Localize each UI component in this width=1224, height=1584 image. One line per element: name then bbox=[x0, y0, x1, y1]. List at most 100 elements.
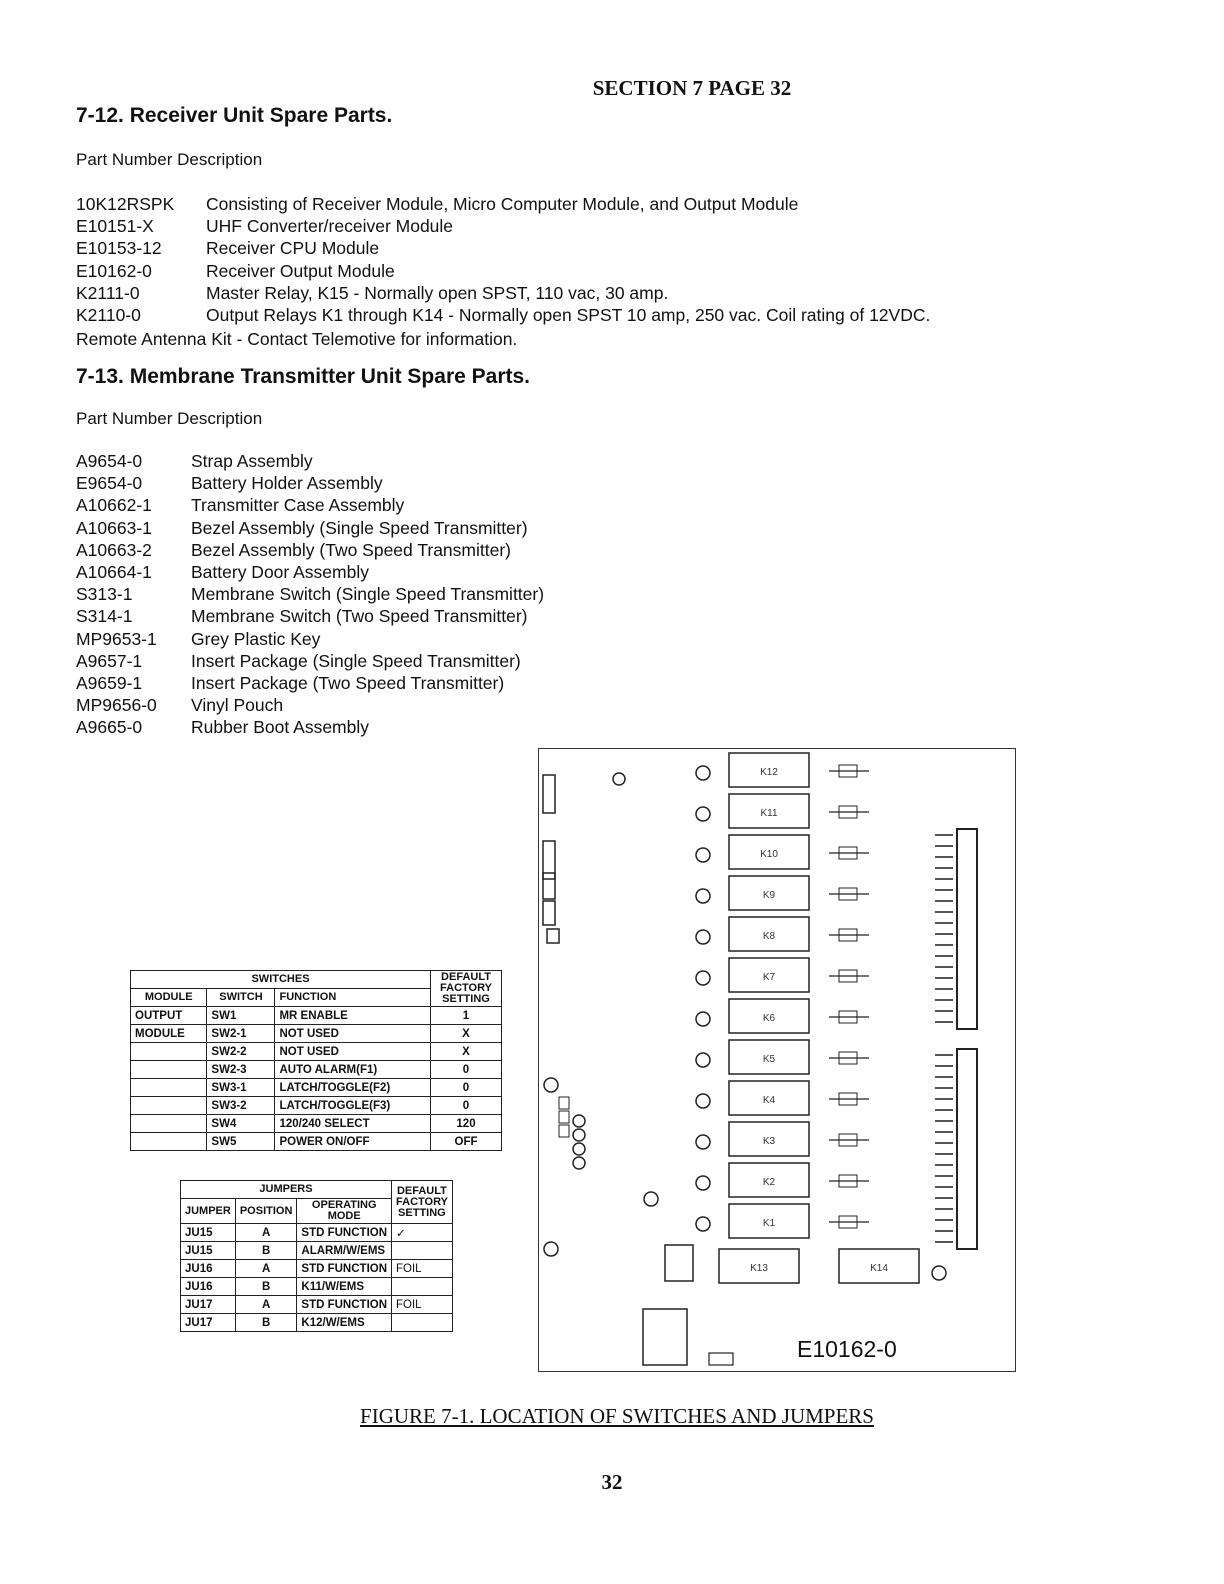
switch-module-cell: MODULE bbox=[129, 1024, 208, 1043]
part-number: A9659-1 bbox=[76, 673, 143, 694]
transmitter-heading: 7-13. Membrane Transmitter Unit Spare Pa… bbox=[76, 365, 530, 388]
relay-outline bbox=[838, 1248, 920, 1284]
relay-label: K1 bbox=[763, 1218, 776, 1229]
relay-outline bbox=[728, 1121, 810, 1157]
part-description: Battery Door Assembly bbox=[191, 562, 369, 583]
led-circle bbox=[695, 1052, 711, 1068]
part-description: Strap Assembly bbox=[191, 451, 313, 471]
relay-outline bbox=[728, 752, 810, 788]
page-number: 32 bbox=[601, 1470, 623, 1494]
header-strip bbox=[956, 828, 978, 1030]
part-description: Bezel Assembly (Two Speed Transmitter) bbox=[191, 539, 511, 560]
part-number: MP9656-0 bbox=[76, 695, 157, 716]
led-circle bbox=[572, 1142, 586, 1156]
fuse-body bbox=[838, 1215, 858, 1229]
switch-function: POWER ON/OFF bbox=[274, 1132, 431, 1151]
dip-switch bbox=[558, 1110, 570, 1124]
switch-default: 0 bbox=[430, 1078, 502, 1097]
jumper-position: B bbox=[234, 1241, 298, 1260]
part-description: Rubber Boot Assembly bbox=[191, 717, 370, 738]
col-part-number: Part Number bbox=[76, 409, 173, 428]
led-circle bbox=[695, 888, 711, 904]
jumper-default bbox=[391, 1313, 453, 1332]
jumper-id: JU17 bbox=[180, 1313, 236, 1332]
led-circle bbox=[695, 765, 711, 781]
part-number: S314-1 bbox=[76, 606, 133, 627]
switch-default: X bbox=[430, 1024, 502, 1043]
fuse-body bbox=[838, 1010, 858, 1024]
receiver-heading: 7-12. Receiver Unit Spare Parts. bbox=[76, 104, 393, 127]
switch-id: SW1 bbox=[206, 1006, 276, 1025]
section-header: SECTION 7 PAGE 32 bbox=[592, 76, 792, 100]
led-circle bbox=[695, 1175, 711, 1191]
relay-outline bbox=[728, 1080, 810, 1116]
led-circle bbox=[543, 1077, 559, 1093]
jumper-id: JU15 bbox=[180, 1241, 236, 1260]
jumpers-table: JUMPERS DEFAULT FACTORY SETTING JUMPER P… bbox=[179, 1180, 453, 1332]
switch-function: MR ENABLE bbox=[274, 1006, 431, 1025]
transmitter-column-headers: Part Number Description bbox=[76, 409, 262, 429]
relay-outline bbox=[728, 998, 810, 1034]
led-circle bbox=[572, 1156, 586, 1170]
relay-label: K11 bbox=[760, 808, 777, 819]
receiver-column-headers: Part Number Description bbox=[76, 150, 262, 170]
part-number: E9654-0 bbox=[76, 473, 143, 494]
board-label: E10162-0 bbox=[797, 1336, 897, 1362]
part-number: K2110-0 bbox=[76, 305, 141, 326]
connector bbox=[542, 872, 556, 900]
part-description: Output Relays K1 through K14 - Normally … bbox=[206, 305, 931, 326]
relay-label: K9 bbox=[763, 890, 776, 901]
jumper-id: JU16 bbox=[180, 1259, 236, 1278]
part-description: UHF Converter/receiver Module bbox=[206, 216, 454, 237]
fuse-body bbox=[838, 887, 858, 901]
led-circle bbox=[695, 1216, 711, 1232]
led-circle bbox=[612, 772, 626, 786]
led-circle bbox=[572, 1114, 586, 1128]
jumper-mode: K11/W/EMS bbox=[296, 1277, 393, 1296]
jumper-mode: STD FUNCTION bbox=[296, 1223, 393, 1242]
switch-default: X bbox=[430, 1042, 502, 1061]
relay-label: K2 bbox=[763, 1177, 776, 1188]
switch-default: 120 bbox=[430, 1114, 502, 1133]
part-description: Insert Package (Single Speed Transmitter… bbox=[191, 650, 521, 671]
relay-outline bbox=[728, 1162, 810, 1198]
led-circle bbox=[695, 970, 711, 986]
switches-switch-header: SWITCH bbox=[206, 988, 276, 1007]
switch-module-cell: OUTPUT bbox=[129, 1006, 208, 1025]
part-description: Membrane Switch (Single Speed Transmitte… bbox=[191, 584, 545, 605]
switch-module-cell bbox=[129, 1114, 208, 1133]
led-circle bbox=[695, 806, 711, 822]
fuse-body bbox=[838, 1174, 858, 1188]
led-circle bbox=[543, 1241, 559, 1257]
switches-table: SWITCHES DEFAULT FACTORY SETTING MODULE … bbox=[129, 970, 502, 1151]
switch-function: NOT USED bbox=[274, 1042, 431, 1061]
switches-module-header: MODULE bbox=[129, 988, 208, 1007]
switch-default: 0 bbox=[430, 1096, 502, 1115]
relay-label: K6 bbox=[763, 1013, 776, 1024]
relay-label: K5 bbox=[763, 1054, 776, 1065]
switch-id: SW2-3 bbox=[206, 1060, 276, 1079]
jumper-position: A bbox=[234, 1259, 298, 1278]
switch-module-cell bbox=[129, 1060, 208, 1079]
relay-label: K4 bbox=[763, 1095, 776, 1106]
remote-antenna-note: Remote Antenna Kit - Contact Telemotive … bbox=[76, 329, 518, 349]
connector bbox=[542, 774, 556, 814]
switch-id: SW3-1 bbox=[206, 1078, 276, 1097]
header-strip bbox=[956, 1048, 978, 1250]
